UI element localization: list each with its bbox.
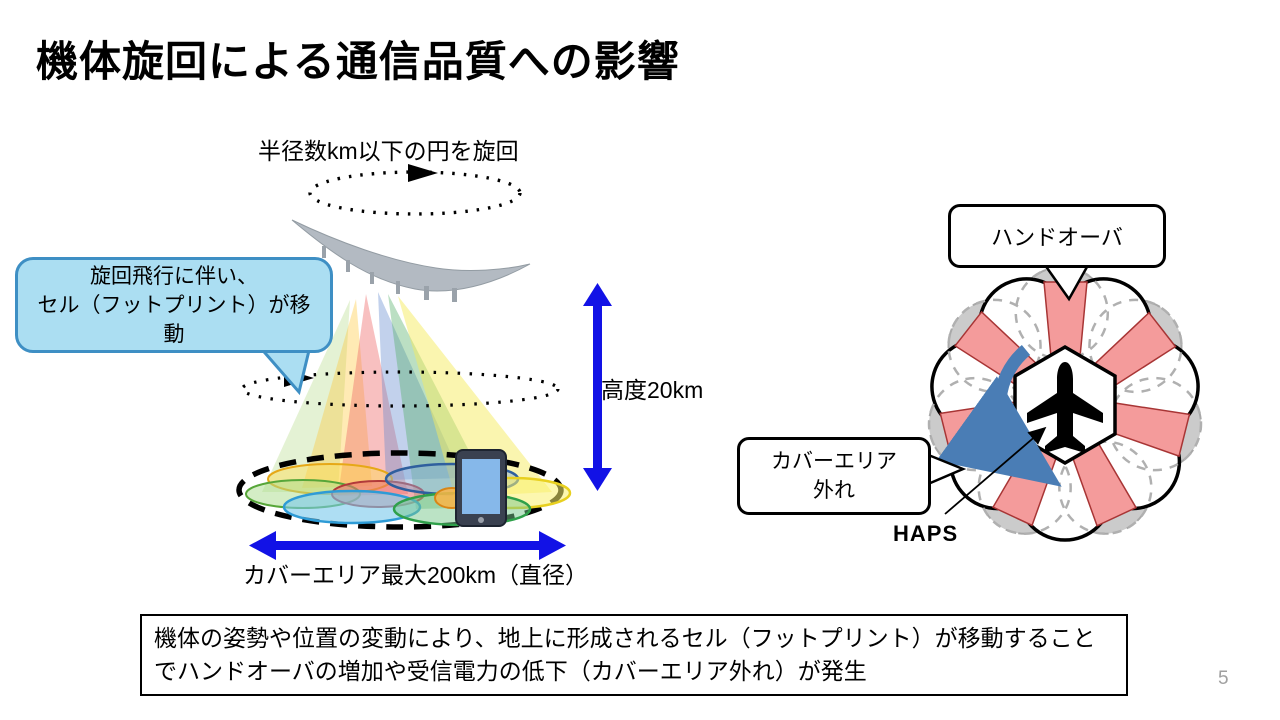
airplane-icon [1027,362,1103,453]
haps-aircraft [291,219,531,302]
footprint-move-callout: 旋回飛行に伴い、 セル（フットプリント）が移 動 [15,257,333,353]
page-title: 機体旋回による通信品質への影響 [36,38,680,85]
orbit-path-upper [308,164,522,216]
haps-orbit-diagram [236,164,612,560]
smartphone-icon [455,449,507,527]
cell-flower-diagram [927,265,1203,542]
page-number: 5 [1218,668,1229,689]
coverage-diameter-label: カバーエリア最大200km（直径） [243,562,589,588]
orbit-radius-label: 半径数km以下の円を旋回 [258,138,519,164]
handover-callout: ハンドオーバ [948,204,1166,268]
altitude-arrow [583,283,612,491]
altitude-label: 高度20km [601,377,704,403]
haps-pointer-arrow [944,426,1047,515]
coverage-arrow [249,531,566,560]
coverage-gap-callout: カバーエリア 外れ [737,437,931,515]
haps-label: HAPS [893,521,959,546]
summary-note: 機体の姿勢や位置の変動により、地上に形成されるセル（フットプリント）が移動するこ… [140,614,1128,696]
beam-cones [262,292,552,509]
